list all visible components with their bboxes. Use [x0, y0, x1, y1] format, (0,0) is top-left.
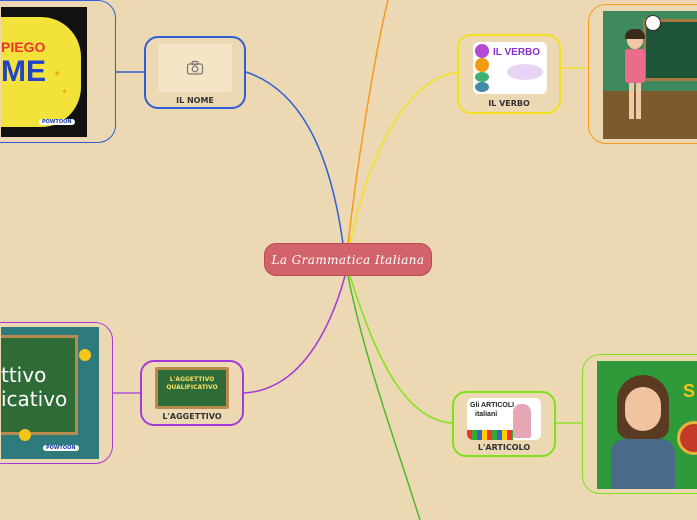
video-line-2: icativo: [1, 387, 68, 411]
central-topic-title: La Grammatica Italiana: [271, 252, 425, 267]
aggettivo-thumb-line1: L'AGGETTIVO: [169, 376, 215, 383]
emoji-icon: [19, 429, 31, 441]
articolo-thumbnail: Gli ARTICOLI italiani: [467, 398, 541, 440]
image-placeholder: [158, 44, 232, 92]
articolo-thumb-line2: italiani: [475, 411, 498, 418]
node-il-verbo[interactable]: IL VERBO IL VERBO: [457, 34, 561, 114]
video-node-aggettivo[interactable]: ttivo icativo POWTOON: [0, 322, 113, 464]
avatar-figure: [611, 375, 675, 489]
video-thumbnail-nome: PIEGO ME ✦ ✦ POWTOON: [1, 7, 87, 137]
video-line-1: ttivo: [1, 363, 47, 387]
node-il-nome[interactable]: IL NOME: [144, 36, 246, 109]
aggettivo-thumb-line2: QUALIFICATIVO: [166, 384, 218, 391]
ribbon-badge-icon: [677, 421, 697, 455]
video-node-nome[interactable]: PIEGO ME ✦ ✦ POWTOON: [0, 0, 116, 143]
node-aggettivo[interactable]: L'AGGETTIVO QUALIFICATIVO L'AGGETTIVO: [140, 360, 244, 426]
node-label-aggettivo: L'AGGETTIVO: [162, 412, 222, 421]
verbo-thumb-title: IL VERBO: [493, 47, 541, 58]
teacher-figure: [621, 29, 649, 131]
clock-icon: [645, 15, 661, 31]
node-articolo[interactable]: Gli ARTICOLI italiani L'ARTICOLO: [452, 391, 556, 457]
video-thumbnail-verbo: [603, 11, 697, 139]
video-thumbnail-aggettivo: ttivo icativo POWTOON: [1, 327, 99, 459]
node-label-verbo: IL VERBO: [488, 99, 530, 108]
central-topic[interactable]: La Grammatica Italiana: [264, 243, 432, 276]
video-node-verbo[interactable]: [588, 4, 697, 144]
star-icon: ✦: [61, 87, 68, 96]
articolo-thumb-line1: Gli ARTICOLI: [470, 402, 515, 409]
star-icon: ✦: [53, 69, 62, 80]
video-node-articolo[interactable]: S: [582, 354, 697, 494]
verbo-thumbnail: IL VERBO: [473, 42, 547, 94]
node-label-nome: IL NOME: [176, 96, 214, 105]
video-text-main: ME: [1, 55, 46, 88]
badge-text: S: [683, 381, 696, 401]
video-text-top: PIEGO: [1, 39, 46, 55]
video-thumbnail-articolo: S: [597, 361, 697, 489]
node-label-articolo: L'ARTICOLO: [477, 443, 531, 452]
emoji-icon: [79, 349, 91, 361]
brand-badge: POWTOON: [43, 445, 79, 451]
camera-icon: [186, 60, 204, 75]
aggettivo-thumbnail: L'AGGETTIVO QUALIFICATIVO: [155, 367, 229, 409]
brand-badge: POWTOON: [39, 119, 75, 125]
